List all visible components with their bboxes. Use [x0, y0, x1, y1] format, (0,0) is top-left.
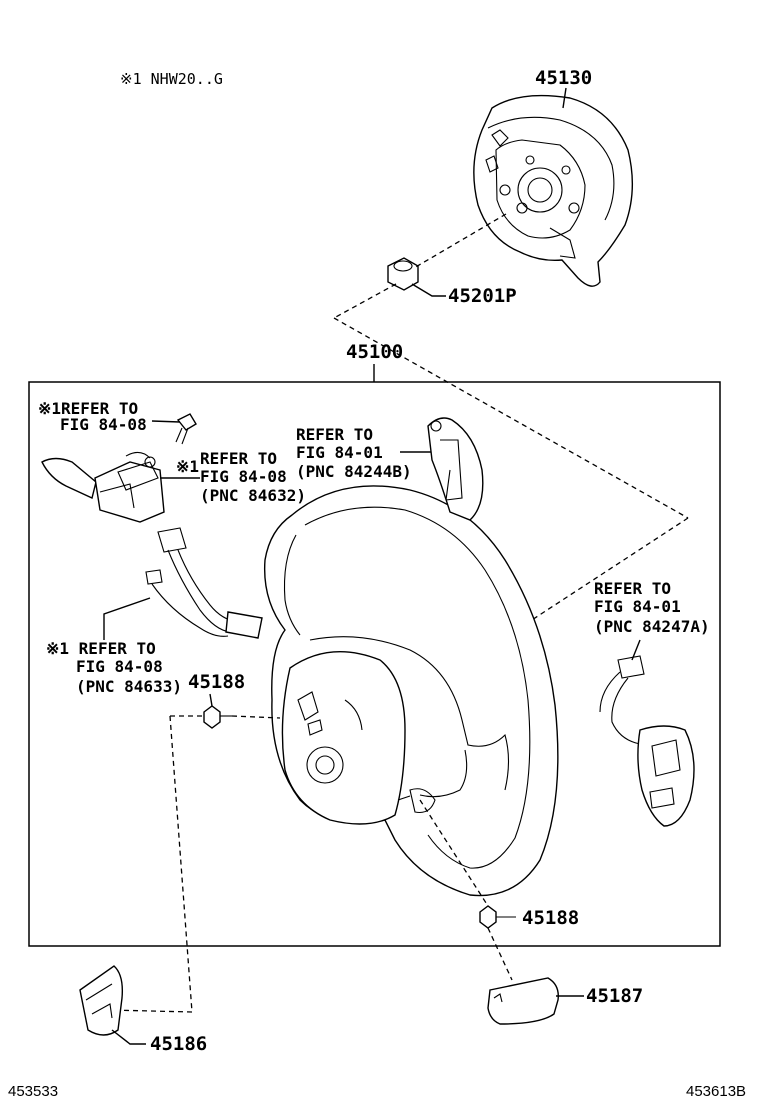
right-spoke-switch-drawing	[599, 655, 695, 827]
part-number-45100: 45100	[346, 341, 403, 363]
reference-note-right-switch: REFER TO FIG 84-01 (PNC 84247A)	[594, 579, 710, 636]
reference-note-wiring: ※1 REFER TO FIG 84-08 (PNC 84633)	[46, 639, 182, 696]
model-note: ※1 NHW20..G	[120, 70, 223, 88]
part-number-45201p: 45201P	[448, 285, 517, 307]
screw-left-drawing	[203, 705, 232, 729]
steering-wheel-drawing	[263, 485, 559, 897]
cover-left-drawing	[79, 965, 124, 1036]
screw-right-drawing	[479, 905, 516, 929]
part-number-45188-left: 45188	[188, 671, 245, 693]
bolt-drawing	[175, 413, 197, 445]
combination-switch-drawing	[41, 451, 263, 639]
reference-note-combination-switch-mark: ※1	[176, 457, 199, 476]
reference-note-combination-switch: REFER TO FIG 84-08 (PNC 84632)	[200, 449, 306, 505]
diagram-code-left: 453533	[8, 1083, 58, 1100]
part-number-45186: 45186	[150, 1033, 207, 1055]
nut-drawing	[387, 257, 419, 291]
diagram-code-right: 453613B	[686, 1083, 746, 1100]
reference-note-switch-bolt: ※1REFER TO FIG 84-08	[38, 399, 148, 434]
assembly-frame	[28, 381, 721, 947]
part-number-45130: 45130	[535, 67, 592, 89]
part-number-45187: 45187	[586, 985, 643, 1007]
part-number-45188-right: 45188	[522, 907, 579, 929]
left-spoke-switch-drawing	[427, 417, 484, 521]
airbag-assembly-drawing	[473, 94, 634, 287]
cover-right-drawing	[487, 977, 559, 1025]
reference-note-left-switch: REFER TO FIG 84-01 (PNC 84244B)	[296, 425, 412, 481]
